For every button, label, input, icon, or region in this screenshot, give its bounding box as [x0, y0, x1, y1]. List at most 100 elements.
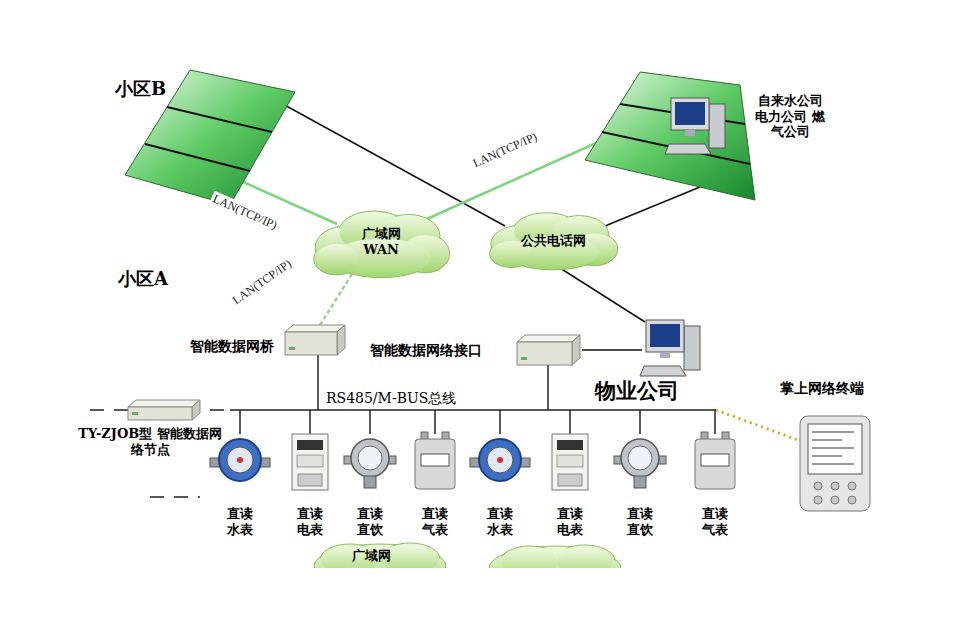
residential-zone: 小区B [105, 66, 300, 211]
handheld-terminal-shape [775, 380, 890, 515]
bus-drop [317, 355, 319, 410]
network-link [605, 187, 700, 226]
network-node: TY-ZJOB型 智能数据网络节点 [70, 398, 230, 466]
computer-monitor [646, 320, 684, 352]
pstn-cloud: 公共电话网 [488, 212, 618, 270]
meter-case [292, 434, 328, 490]
utility-zone-text: 自来水公司 电力公司 燃气公司 [750, 93, 830, 140]
meter-plate [557, 455, 583, 467]
data-interface-text: 智能数据网络接口 [370, 342, 482, 359]
zone-plane [585, 72, 755, 200]
meter-body [621, 439, 659, 477]
meter-drop [369, 410, 371, 434]
zone-divider [145, 144, 250, 171]
cloud-shape [490, 213, 618, 270]
property-office: 物业公司 [590, 318, 720, 410]
meter: 直读 水表 [468, 428, 532, 540]
device-box [517, 335, 580, 365]
gas-meter-icon [695, 432, 735, 489]
handheld-button [814, 482, 822, 490]
meter-drop [499, 410, 501, 434]
meter-counter [701, 454, 729, 466]
network-link [320, 274, 352, 325]
network-link [560, 268, 645, 322]
meter-drops [240, 410, 715, 434]
device-top [517, 335, 580, 342]
water-meter-icon [210, 439, 270, 481]
meter-counter [421, 454, 449, 466]
zone-divider [167, 107, 272, 132]
water-meter-icon [470, 439, 530, 481]
link-label: LAN(TCP/IP) [228, 255, 296, 308]
utility-zone: 自来水公司 电力公司 燃气公司 [580, 68, 842, 208]
device-top [285, 325, 345, 332]
handheld-button [831, 482, 839, 490]
screen-line [812, 439, 842, 441]
meter-ring [479, 439, 521, 481]
meter: 直读 电表 [538, 428, 602, 540]
meter-text: 直读 气表 [420, 506, 450, 537]
computer-screen [650, 324, 680, 347]
device-front [285, 332, 337, 355]
meter-dial [628, 446, 652, 470]
screen-line [812, 431, 854, 433]
meter-window [557, 440, 583, 450]
handheld-terminal: 掌上网络终端 [775, 380, 890, 515]
data-bridge-text: 智能数据网桥 [190, 338, 274, 355]
meter-case [552, 434, 588, 490]
handheld-button [848, 482, 856, 490]
bus-drop [547, 365, 549, 410]
handheld-icon [800, 416, 870, 511]
cloud-puff [315, 244, 359, 274]
computer-icon [665, 98, 725, 154]
screen-line [812, 455, 842, 457]
data-bridge: 智能数据网桥 [165, 320, 350, 360]
meter: 直读 水表 [208, 428, 272, 540]
meter-text: 直读 直饮 [355, 506, 385, 537]
property-office-text: 物业公司 [595, 378, 679, 403]
wan-cloud: 广域网 WAN [312, 210, 450, 278]
meter-terminal [558, 474, 582, 486]
device-front [517, 342, 572, 365]
meter-body [351, 439, 389, 477]
computer-stand [685, 130, 695, 136]
handheld-screen [808, 424, 862, 474]
meter-drop [434, 410, 436, 434]
computer-keyboard [665, 144, 711, 154]
meter-drop [714, 410, 716, 434]
handheld-terminal-text: 掌上网络终端 [780, 380, 864, 397]
meter-base [364, 476, 376, 488]
wireless-link [716, 410, 798, 440]
page-ground [0, 568, 960, 634]
meter-window [297, 440, 323, 450]
screen-line [812, 447, 854, 449]
computer-monitor [671, 98, 709, 130]
handheld-button [831, 496, 839, 504]
meter-needle [237, 457, 243, 463]
wan-cloud-text: 广域网 WAN [351, 226, 411, 257]
meter-drop [239, 410, 241, 434]
handheld-button [848, 496, 856, 504]
computer-stand [660, 352, 670, 358]
link-label: LAN(TCP/IP) [469, 129, 541, 172]
meter-text: 直读 电表 [555, 506, 585, 537]
meter-drop [309, 410, 311, 434]
meter: 直读 直饮 [608, 428, 672, 540]
computer-keyboard [640, 366, 686, 376]
meter-plate [297, 455, 323, 467]
device-front [128, 407, 192, 420]
meter-needle [497, 457, 503, 463]
bus-line [230, 409, 716, 411]
device-side [572, 335, 580, 365]
meter-dial [358, 446, 382, 470]
cloud-shape [314, 211, 450, 278]
meter-text: 直读 直饮 [625, 506, 655, 537]
computer-tower [684, 326, 700, 370]
device-top [128, 400, 200, 407]
meter: 直读 气表 [683, 428, 747, 540]
device-box [128, 400, 200, 420]
device-side [192, 400, 200, 420]
meter-drop [639, 410, 641, 434]
device-led [521, 357, 527, 360]
